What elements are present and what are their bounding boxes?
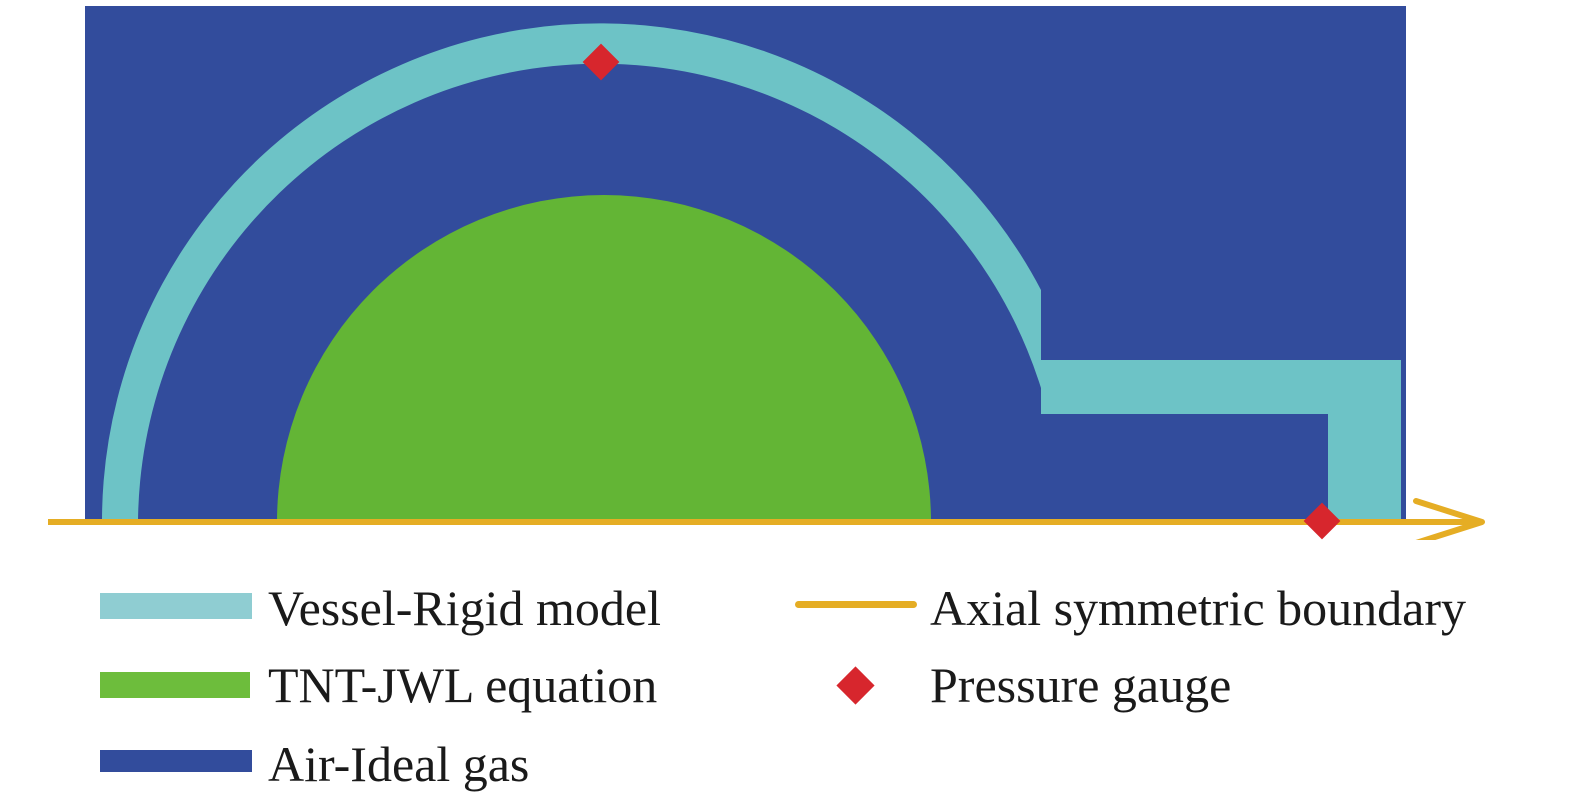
vessel-wall — [101, 23, 1401, 522]
legend-label-air: Air-Ideal gas — [268, 736, 530, 792]
legend-swatch-gauge — [836, 666, 875, 705]
tnt-charge — [277, 195, 931, 522]
legend-label-axis: Axial symmetric boundary — [930, 580, 1466, 636]
pressure-gauge-top — [582, 43, 620, 81]
legend-item-axis: Axial symmetric boundary — [795, 580, 1555, 640]
legend-label-tnt: TNT-JWL equation — [268, 657, 658, 713]
simulation-model-diagram — [48, 6, 1485, 540]
legend-swatch-axis — [795, 601, 917, 608]
pressure-gauge-axis — [1303, 502, 1341, 540]
legend-item-gauge: Pressure gauge — [795, 657, 1555, 717]
legend-label-gauge: Pressure gauge — [930, 657, 1232, 713]
legend-swatch-air — [100, 750, 252, 772]
legend-item-vessel: Vessel-Rigid model — [100, 580, 720, 640]
symmetry-axis-arrowhead — [1413, 498, 1485, 540]
legend-label-vessel: Vessel-Rigid model — [268, 580, 662, 636]
legend-swatch-tnt — [100, 672, 250, 698]
legend-item-tnt: TNT-JWL equation — [100, 657, 720, 717]
legend-swatch-vessel — [100, 593, 252, 619]
legend-item-air: Air-Ideal gas — [100, 736, 720, 796]
